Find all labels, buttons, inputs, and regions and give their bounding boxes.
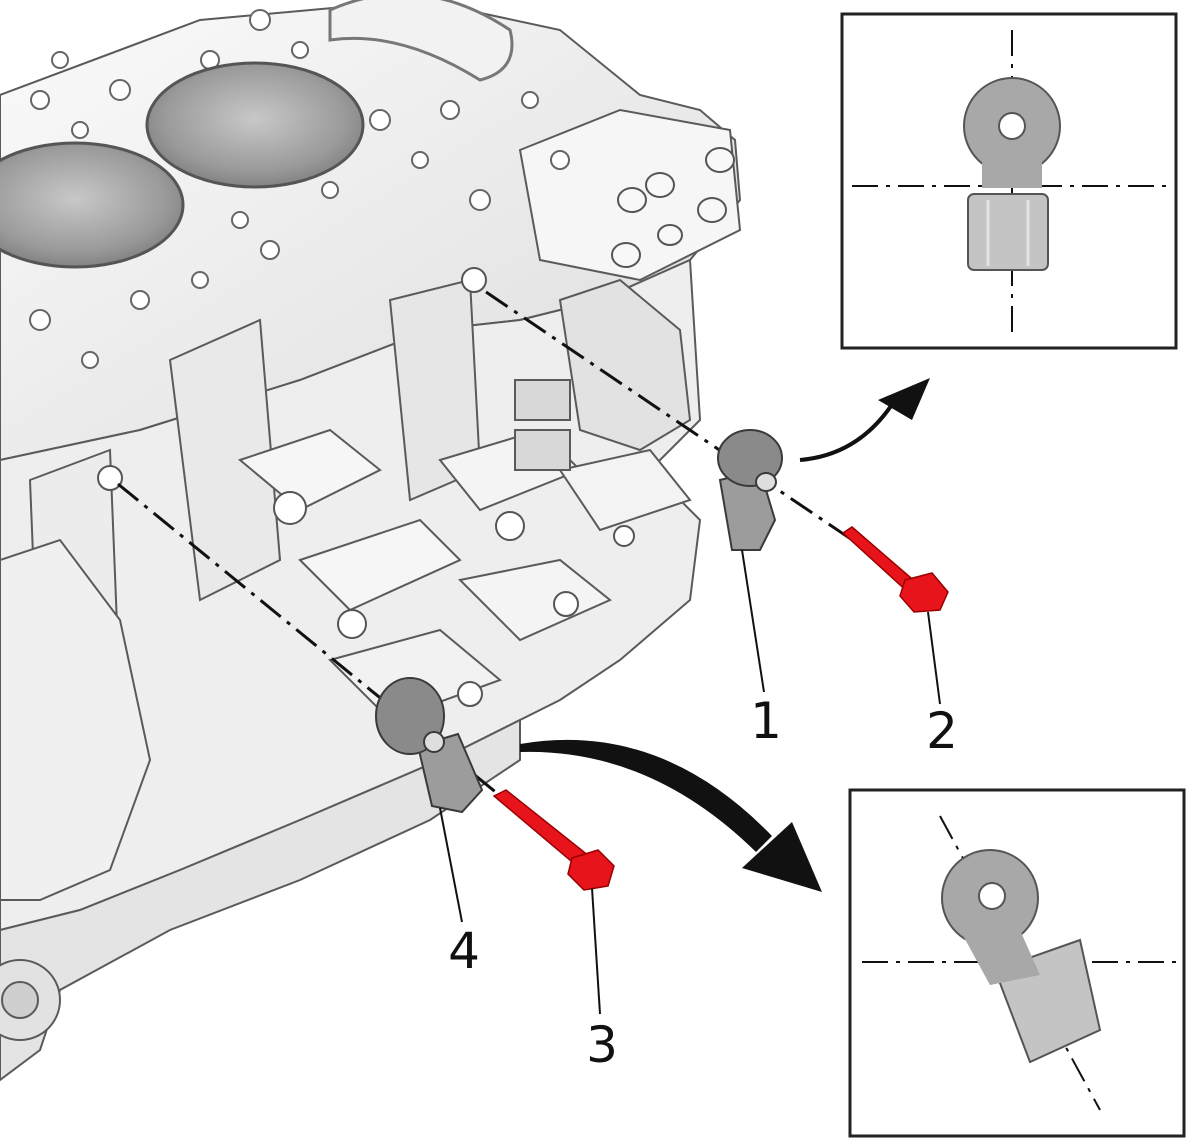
connector-cluster	[611, 147, 735, 268]
knock-sensor-4	[375, 677, 484, 814]
deck-holes	[29, 9, 570, 369]
bolt-2	[841, 526, 949, 613]
callout-2: 2	[926, 702, 958, 760]
installation-guide-lines	[117, 290, 871, 796]
leader-lines	[439, 549, 941, 1015]
mount-bores	[97, 267, 635, 707]
knock-sensor-1	[717, 429, 783, 551]
callout-3: 3	[586, 1016, 618, 1074]
sensor-detail-upper	[963, 77, 1061, 271]
cylinder-bores	[0, 0, 514, 269]
detail-view-lower	[848, 788, 1186, 1138]
arrow-to-lower-detail	[520, 739, 822, 892]
detail-view-upper	[840, 12, 1178, 350]
arrow-to-upper-detail	[799, 378, 930, 462]
sensor-detail-lower	[941, 849, 1102, 1064]
callout-4: 4	[448, 922, 480, 980]
bolt-3	[492, 789, 615, 891]
callout-1: 1	[750, 692, 782, 750]
